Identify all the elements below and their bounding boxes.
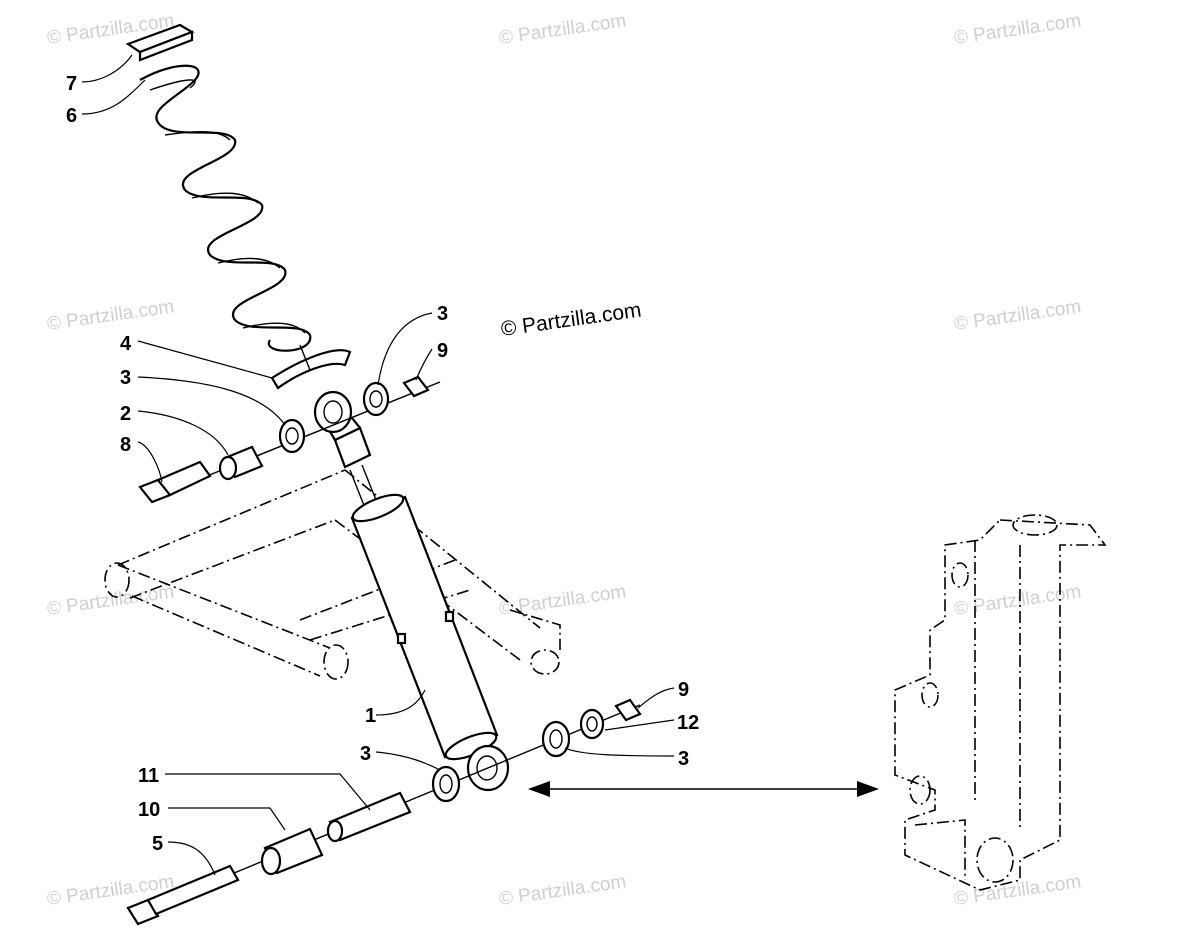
shock-absorber — [299, 344, 510, 792]
watermark: © Partzilla.com — [46, 296, 176, 335]
reference-arrow — [528, 781, 879, 797]
coil-spring — [139, 64, 312, 352]
watermark: © Partzilla.com — [498, 581, 628, 620]
watermark: © Partzilla.com — [498, 10, 628, 49]
lower-mount-hardware — [126, 698, 642, 926]
leader-lines — [81, 54, 675, 876]
callout-labels: 1 2 3 3 3 3 4 5 6 7 8 9 9 10 11 12 — [66, 73, 699, 855]
callout-7: 7 — [66, 73, 77, 95]
watermark: © Partzilla.com — [498, 871, 628, 910]
callout-10: 10 — [138, 799, 160, 821]
callout-3-lower-left: 3 — [360, 743, 371, 765]
spring-seat-lower — [270, 349, 352, 390]
a-arm-phantom — [104, 469, 561, 680]
callout-12: 12 — [677, 712, 699, 734]
watermark: © Partzilla.com — [953, 871, 1083, 910]
callout-5: 5 — [152, 833, 163, 855]
callout-3-upper-right: 3 — [437, 303, 448, 325]
watermark: © Partzilla.com — [953, 581, 1083, 620]
callout-9-upper: 9 — [437, 340, 448, 362]
callout-4: 4 — [120, 333, 132, 355]
spindle-phantom — [894, 514, 1107, 891]
callout-1: 1 — [365, 705, 376, 727]
callout-2: 2 — [120, 403, 131, 425]
callout-8: 8 — [120, 434, 131, 456]
upper-mount-hardware — [138, 375, 441, 504]
callout-3-upper-left: 3 — [120, 367, 131, 389]
callout-3-lower-right: 3 — [678, 748, 689, 770]
callout-9-lower: 9 — [678, 679, 689, 701]
watermark: © Partzilla.com — [46, 581, 176, 620]
watermark: © Partzilla.com — [953, 296, 1083, 335]
copyright-text: © Partzilla.com — [499, 298, 642, 340]
callout-6: 6 — [66, 105, 77, 127]
callout-11: 11 — [138, 765, 159, 787]
watermark: © Partzilla.com — [953, 10, 1083, 49]
spring-retainer-upper — [125, 23, 195, 62]
